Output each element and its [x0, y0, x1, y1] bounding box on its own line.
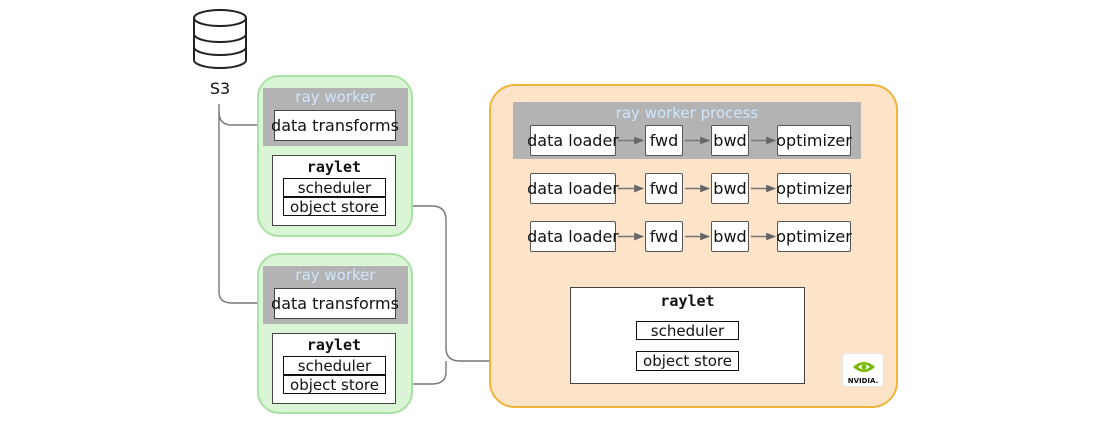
raylet-title-1: raylet [306, 158, 362, 176]
fwd-box-row-3: fwd [645, 221, 683, 252]
worker-1-store-link [388, 205, 635, 365]
gpu-scheduler-box: scheduler [636, 321, 739, 340]
object-store-box-2: object store [283, 375, 386, 394]
bwd-box-row-2: bwd [711, 173, 749, 204]
bwd-box-row-1: bwd [711, 125, 749, 156]
nvidia-logo: NVIDIA. [842, 353, 884, 387]
worker-2-store-link [388, 361, 447, 385]
s3-storage [192, 8, 248, 70]
scheduler-box-2: scheduler [283, 356, 386, 375]
gpu-raylet-title: raylet [660, 292, 715, 310]
object-store-box-1: object store [283, 197, 386, 216]
fwd-box-row-1: fwd [645, 125, 683, 156]
bwd-box-row-3: bwd [711, 221, 749, 252]
data-loader-box-row-1: data loader [527, 125, 619, 156]
scheduler-box-1: scheduler [283, 178, 386, 197]
optimizer-box-row-3: optimizer [776, 221, 852, 252]
data-loader-box-row-3: data loader [527, 221, 619, 252]
s3-to-worker-2-arrow [218, 112, 273, 307]
nvidia-eye-icon [853, 362, 875, 372]
nvidia-logo-text: NVIDIA. [847, 377, 879, 385]
optimizer-box-row-1: optimizer [776, 125, 852, 156]
ray-worker-title-2: ray worker [295, 266, 376, 284]
fwd-box-row-2: fwd [645, 173, 683, 204]
database-icon [193, 9, 247, 69]
data-transforms-box-2: data transforms [271, 288, 399, 319]
optimizer-box-row-2: optimizer [776, 173, 852, 204]
gpu-object-store-box: object store [636, 351, 739, 371]
s3-label: S3 [209, 78, 231, 98]
data-loader-box-row-2: data loader [527, 173, 619, 204]
data-transforms-box-1: data transforms [271, 110, 399, 141]
raylet-title-2: raylet [306, 336, 362, 354]
ray-worker-title-1: ray worker [295, 88, 376, 106]
ray-worker-process-title: ray worker process [615, 104, 759, 122]
